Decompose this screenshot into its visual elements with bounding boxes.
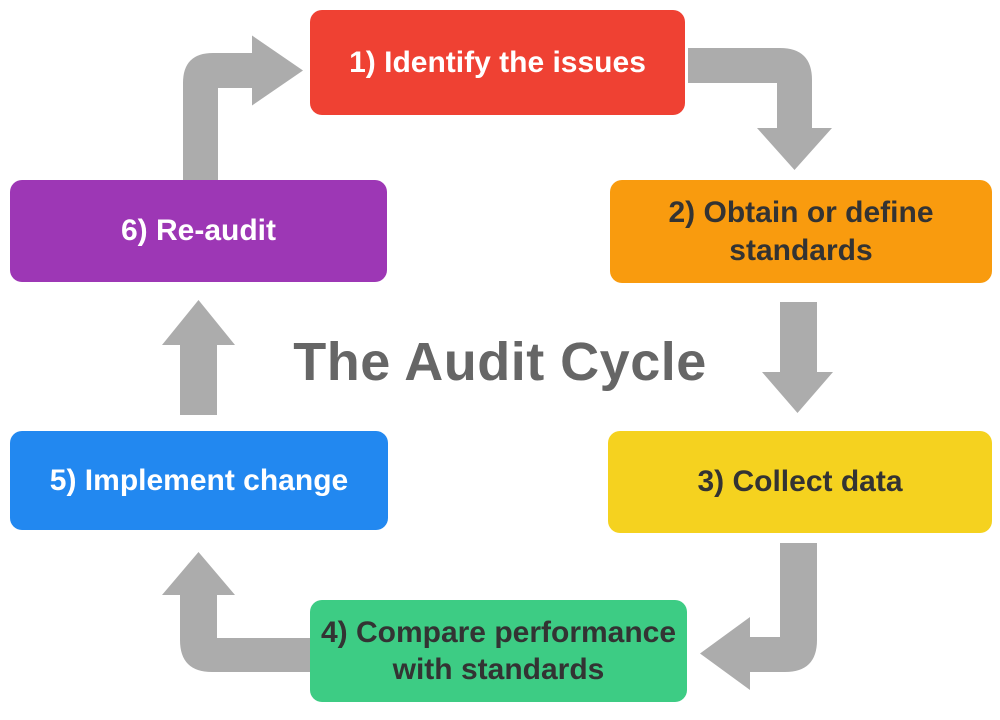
step-box-compare-performance: 4) Compare performance with standards xyxy=(310,600,687,702)
step-label-identify-issues: 1) Identify the issues xyxy=(349,45,646,79)
arrow-step6-to-step1-icon xyxy=(183,35,303,180)
step-box-obtain-standards: 2) Obtain or define standards xyxy=(610,180,992,283)
arrow-step4-to-step5-icon xyxy=(162,552,310,672)
step-box-implement-change: 5) Implement change xyxy=(10,431,388,530)
arrow-step5-to-step6-icon xyxy=(162,300,235,415)
step-label-obtain-standards: 2) Obtain or define standards xyxy=(668,196,934,267)
step-label-collect-data: 3) Collect data xyxy=(697,465,903,499)
step-box-identify-issues: 1) Identify the issues xyxy=(310,10,685,115)
arrow-step2-to-step3-icon xyxy=(762,302,833,413)
step-label-re-audit: 6) Re-audit xyxy=(120,214,276,248)
diagram-title: The Audit Cycle xyxy=(293,332,707,392)
step-label-implement-change: 5) Implement change xyxy=(49,463,349,497)
step-box-re-audit: 6) Re-audit xyxy=(10,180,387,282)
step-box-collect-data: 3) Collect data xyxy=(608,431,992,533)
arrow-step1-to-step2-icon xyxy=(688,48,832,170)
step-label-compare-performance: 4) Compare performance with standards xyxy=(320,615,677,687)
arrow-step3-to-step4-icon xyxy=(700,543,817,690)
